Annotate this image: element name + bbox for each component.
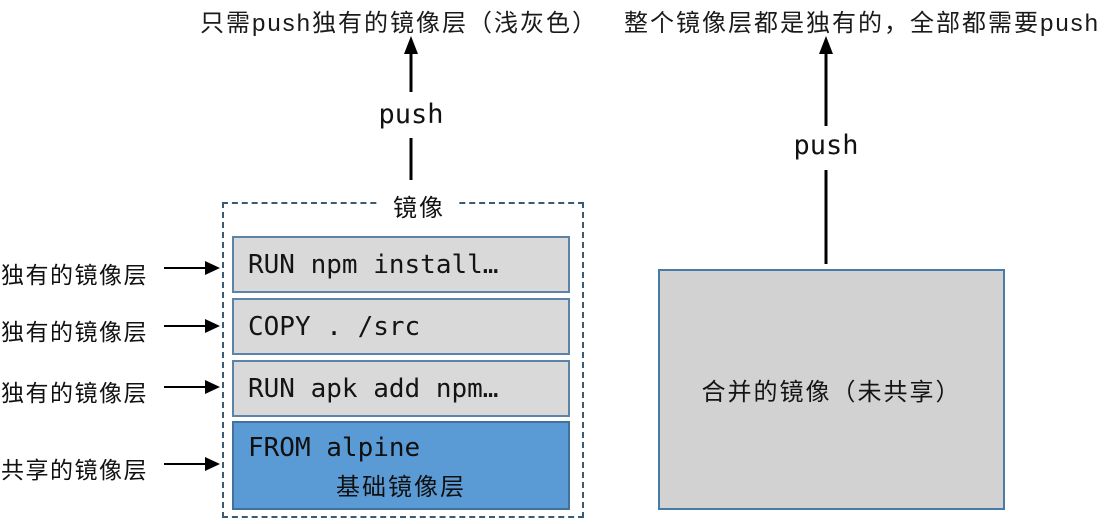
layer-from-alpine: FROM alpine 基础镜像层 xyxy=(232,421,570,510)
layer-copy-src: COPY . /src xyxy=(232,298,570,355)
merged-image-box: 合并的镜像（未共享） xyxy=(658,269,1005,510)
row-label-unique-layer-3: 独有的镜像层 xyxy=(1,380,148,406)
layer-code-text: RUN apk add npm… xyxy=(248,373,499,404)
push-label-left: push xyxy=(378,99,444,130)
row-label-arrow-2 xyxy=(164,319,220,333)
layer-code-text: FROM alpine xyxy=(248,433,421,463)
merged-image-label: 合并的镜像（未共享） xyxy=(701,379,962,406)
caption-push-unique-layers: 只需push独有的镜像层（浅灰色） xyxy=(199,10,599,37)
layer-run-npm-install: RUN npm install… xyxy=(232,236,570,293)
layer-code-text: RUN npm install… xyxy=(248,249,499,280)
right-push-up-arrow xyxy=(819,36,833,126)
image-dashed-box: 镜像 xyxy=(222,188,584,518)
push-label-right: push xyxy=(793,130,859,161)
row-label-arrow-3 xyxy=(164,380,220,394)
row-label-shared-layer: 共享的镜像层 xyxy=(1,457,148,483)
base-image-layer-label: 基础镜像层 xyxy=(336,474,466,501)
left-push-up-arrow xyxy=(404,36,418,92)
row-label-arrow-1 xyxy=(164,261,220,275)
image-box-title: 镜像 xyxy=(379,188,459,223)
caption-push-all-layers: 整个镜像层都是独有的，全部都需要push xyxy=(623,10,1101,37)
row-label-unique-layer-1: 独有的镜像层 xyxy=(1,262,148,288)
layer-run-apk-add: RUN apk add npm… xyxy=(232,360,570,417)
row-label-arrow-4 xyxy=(164,457,220,471)
row-label-unique-layer-2: 独有的镜像层 xyxy=(1,319,148,345)
layer-code-text: COPY . /src xyxy=(248,311,421,342)
